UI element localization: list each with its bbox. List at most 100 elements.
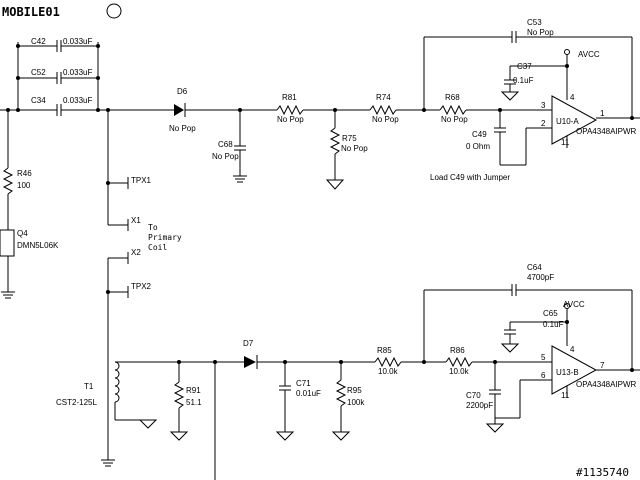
u13b-pin-5: 5 [541,353,546,362]
u10a-pin-2: 2 [541,119,546,128]
u13b-pin-4: 4 [570,345,575,354]
u10-supply: AVCC C37 0.1uF [500,49,600,101]
c53-value: No Pop [527,28,554,37]
r74-ref: R74 [376,93,391,102]
r68-value: No Pop [441,115,468,124]
c49-ref: C49 [472,130,487,139]
u10a-pin-1: 1 [600,109,605,118]
c65-ref: C65 [543,309,558,318]
opamp-icon [551,345,598,395]
t1-transformer: T1 CST2-125L [56,361,215,429]
top-signal-path: D6 No Pop R81 No Pop R74 No Pop R68 No P… [0,87,552,133]
r75-resistor: R75 No Pop [325,110,368,190]
d6-value: No Pop [169,124,196,133]
c34-value: 0.033uF [63,96,92,105]
u13-supply: AVCC C65 0.1uF [500,300,585,353]
logo-emblem-icon [106,3,122,19]
to-primary-coil-line1: To [148,223,158,232]
to-primary-coil-line3: Coil [148,243,167,252]
q4-value: DMN5L06K [17,241,59,250]
c52-ref: C52 [31,68,46,77]
x2-label: X2 [131,248,141,257]
load-c49-note: Load C49 with Jumper [430,173,510,182]
c68-capacitor: C68 No Pop [212,110,247,183]
c37-value: 0.1uF [513,76,534,85]
c64-ref: C64 [527,263,542,272]
c71-capacitor: C71 0.01uF [275,362,321,441]
q4-ref: Q4 [17,229,28,238]
r95-ref: R95 [347,386,362,395]
ground-icon [169,431,189,441]
ground-icon [500,343,520,353]
ground-icon [485,423,505,433]
r95-resistor: R95 100k [331,362,365,441]
r86-ref: R86 [450,346,465,355]
r75-ref: R75 [342,134,357,143]
opamp-icon [551,95,598,145]
ground-icon [138,419,158,429]
tpx1-label: TPX1 [131,176,152,185]
u13b-pin-7: 7 [600,361,605,370]
t1-ref: T1 [84,382,94,391]
u10a-pin-11: 11 [561,138,570,147]
c64-value: 4700pF [527,273,554,282]
image-id-badge: #1135740 [576,466,629,479]
c34-ref: C34 [31,96,46,105]
r91-resistor: R91 51.1 [169,360,202,441]
r74-value: No Pop [372,115,399,124]
u13b-opamp: 5 6 4 11 7 U13-B OPA4348AIPWR [541,345,640,400]
left-driver: R46 100 Q4 DMN5L06K [0,108,59,299]
u13b-value: OPA4348AIPWR [576,380,637,389]
ground-icon [500,91,520,101]
to-primary-coil-line2: Primary [148,233,182,242]
d7-diode-icon [244,356,256,368]
c65-value: 0.1uF [543,320,564,329]
t1-value: CST2-125L [56,398,97,407]
c68-value: No Pop [212,152,239,161]
u13b-ref: U13-B [556,368,579,377]
r95-value: 100k [347,398,365,407]
ground-icon [275,431,295,441]
c42-ref: C42 [31,37,46,46]
c64-feedback: C64 4700pF [423,263,633,370]
c53-ref: C53 [527,18,542,27]
d6-diode-icon [174,104,184,116]
c70-ref: C70 [466,391,481,400]
c49-value: 0 Ohm [466,142,490,151]
u10a-ref: U10-A [556,117,579,126]
cap-bank: C42 0.033uF C52 0.033uF C34 0.033uF [16,37,100,116]
d7-ref: D7 [243,339,254,348]
coil-connections: TPX1 X1 To Primary Coil X2 TPX2 [101,108,182,467]
r46-value: 100 [17,181,31,190]
tpx2-label: TPX2 [131,282,152,291]
u10a-value: OPA4348AIPWR [576,127,637,136]
c52-value: 0.033uF [63,68,92,77]
coil-icon [114,361,120,403]
logo-text: MOBILE01 [2,5,60,19]
avcc-top-label: AVCC [578,50,600,59]
c70-value: 2200pF [466,401,493,410]
d6-ref: D6 [177,87,188,96]
c71-ref: C71 [296,379,311,388]
u13b-pin-6: 6 [541,371,546,380]
c68-ref: C68 [218,140,233,149]
ground-icon [331,431,351,441]
r81-ref: R81 [282,93,297,102]
c37-ref: C37 [517,62,532,71]
r46-ref: R46 [17,169,32,178]
r85-value: 10.0k [378,367,399,376]
avcc-bottom-icon [564,303,570,309]
c71-value: 0.01uF [296,389,321,398]
r85-ref: R85 [377,346,392,355]
u10-input-network: C49 0 Ohm Load C49 with Jumper C53 No Po… [422,18,633,182]
c42-value: 0.033uF [63,37,92,46]
r91-value: 51.1 [186,398,202,407]
x1-label: X1 [131,216,141,225]
r75-value: No Pop [341,144,368,153]
u13b-pin-11: 11 [561,391,570,400]
ground-icon [325,179,345,190]
u10a-pin-4: 4 [570,93,575,102]
r91-ref: R91 [186,386,201,395]
c70-capacitor: C70 2200pF [466,362,552,433]
